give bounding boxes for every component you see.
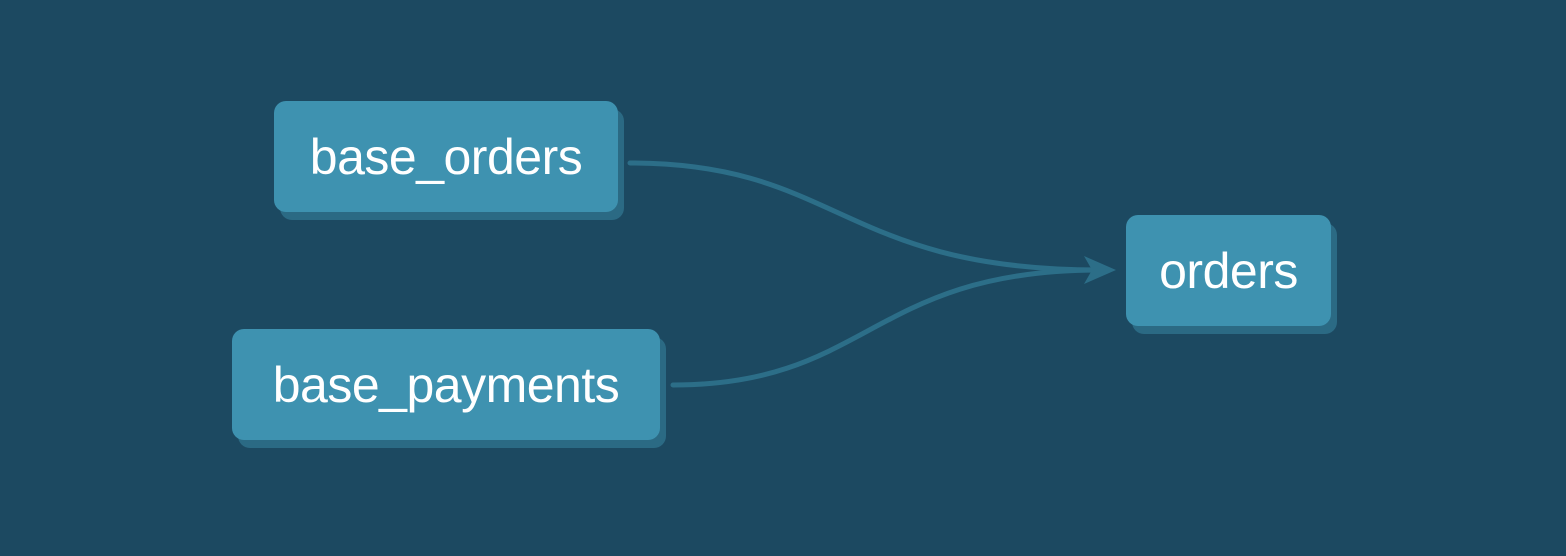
arrow-head-icon xyxy=(1084,256,1116,284)
node-base-payments-label: base_payments xyxy=(272,356,620,413)
node-orders-label: orders xyxy=(1159,242,1298,299)
node-orders[interactable]: orders xyxy=(1126,215,1331,326)
edge-base-orders-to-orders xyxy=(627,160,1103,273)
node-base-orders-label: base_orders xyxy=(309,128,583,185)
node-base-payments[interactable]: base_payments xyxy=(232,329,660,440)
edge-base-payments-to-orders xyxy=(670,267,1103,388)
node-base-orders[interactable]: base_orders xyxy=(274,101,618,212)
